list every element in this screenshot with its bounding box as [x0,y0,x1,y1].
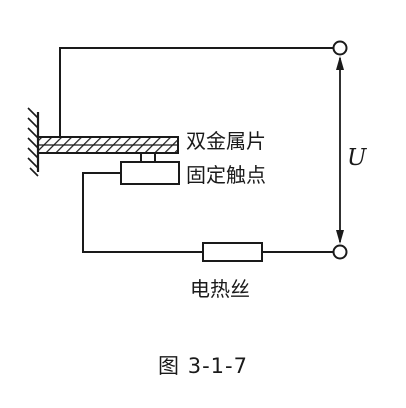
bimetal-strip [37,136,179,154]
top-wire [59,47,334,137]
figure-caption: 图 3-1-7 [158,354,248,378]
fixed-contact [120,161,180,185]
heating-wire-resistor [202,242,263,262]
contact-wire [82,172,203,253]
heating-wire-label: 电热丝 [190,277,250,301]
moving-contact [140,152,156,163]
wall-mount [27,107,40,177]
fixed-contact-label: 固定触点 [186,163,266,187]
voltage-arrow [336,56,344,244]
bottom-terminal [332,244,348,260]
top-terminal [332,40,348,56]
bimetal-strip-label: 双金属片 [186,129,266,153]
voltage-label: U [347,145,367,171]
